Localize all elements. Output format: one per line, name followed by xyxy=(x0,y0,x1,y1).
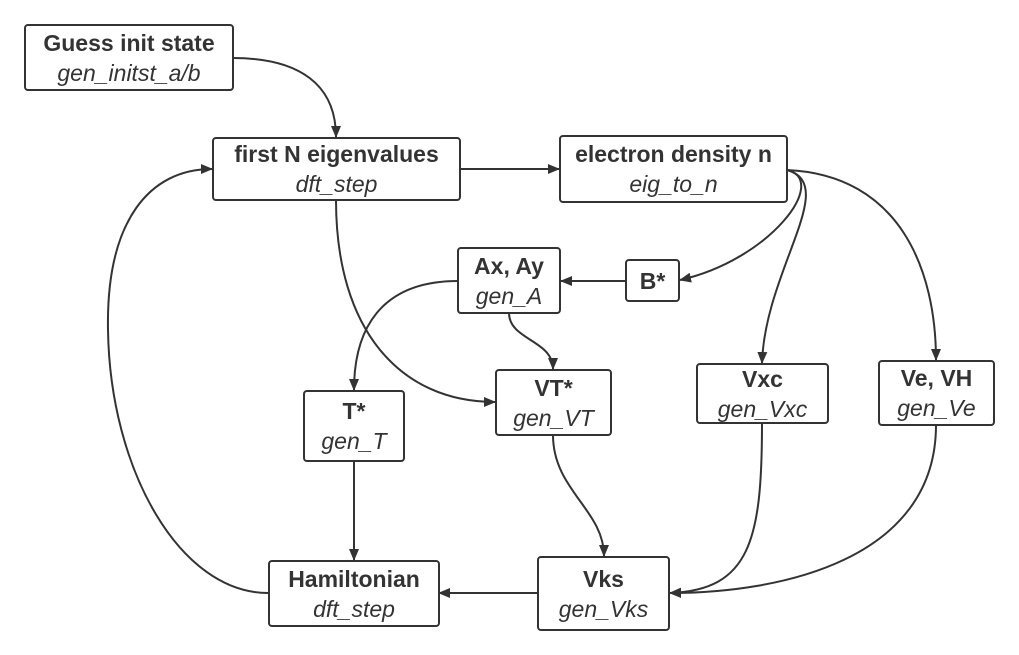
node-first-n-eigenvalues: first N eigenvalues dft_step xyxy=(212,137,461,201)
edge-vtstar-to-vks xyxy=(552,434,609,557)
node-guess-init-state: Guess init state gen_initst_a/b xyxy=(24,24,234,91)
node-function: gen_initst_a/b xyxy=(57,59,201,86)
node-title: Vks xyxy=(583,565,624,592)
node-title: B* xyxy=(639,267,666,294)
node-title: Guess init state xyxy=(43,29,215,56)
edge-vevh-to-vks xyxy=(669,424,937,598)
edge-vxc-to-vks xyxy=(669,422,763,598)
node-electron-density: electron density n eig_to_n xyxy=(559,135,788,203)
edge-axay-to-tstar xyxy=(349,280,459,391)
edge-eigen-to-vtstar xyxy=(335,199,496,407)
node-function: eig_to_n xyxy=(629,171,718,197)
edge-axay-to-vtstar xyxy=(508,312,558,370)
edge-density-to-vxc xyxy=(757,169,807,364)
node-title: electron density n xyxy=(575,141,772,167)
node-title: VT* xyxy=(534,374,573,401)
edge-guess-to-eigen xyxy=(232,57,341,138)
node-function: gen_Vxc xyxy=(717,395,808,422)
node-ve-vh: Ve, VH gen_Ve xyxy=(878,360,995,426)
node-hamiltonian: Hamiltonian dft_step xyxy=(268,560,440,627)
edge-density-to-vevh xyxy=(786,169,941,361)
node-title: first N eigenvalues xyxy=(234,141,439,167)
node-function: gen_Ve xyxy=(897,395,976,421)
edge-hamiltonian-to-eigen xyxy=(106,164,269,594)
node-function: dft_step xyxy=(313,595,395,622)
node-vxc: Vxc gen_Vxc xyxy=(696,363,829,424)
node-function: gen_Vks xyxy=(558,595,649,622)
node-vks: Vks gen_Vks xyxy=(537,556,670,631)
node-function: dft_step xyxy=(295,171,378,197)
node-title: Ax, Ay xyxy=(474,252,544,279)
node-title: Hamiltonian xyxy=(288,565,420,592)
node-ax-ay: Ax, Ay gen_A xyxy=(457,247,561,314)
node-vt-star: VT* gen_VT xyxy=(495,369,612,436)
node-t-star: T* gen_T xyxy=(303,390,405,462)
node-function: gen_T xyxy=(321,428,387,454)
node-title: T* xyxy=(342,398,366,424)
node-title: Ve, VH xyxy=(900,365,973,391)
node-b-star: B* xyxy=(625,259,680,302)
node-function: gen_A xyxy=(475,282,543,309)
node-function: gen_VT xyxy=(513,404,594,431)
node-title: Vxc xyxy=(742,365,783,392)
